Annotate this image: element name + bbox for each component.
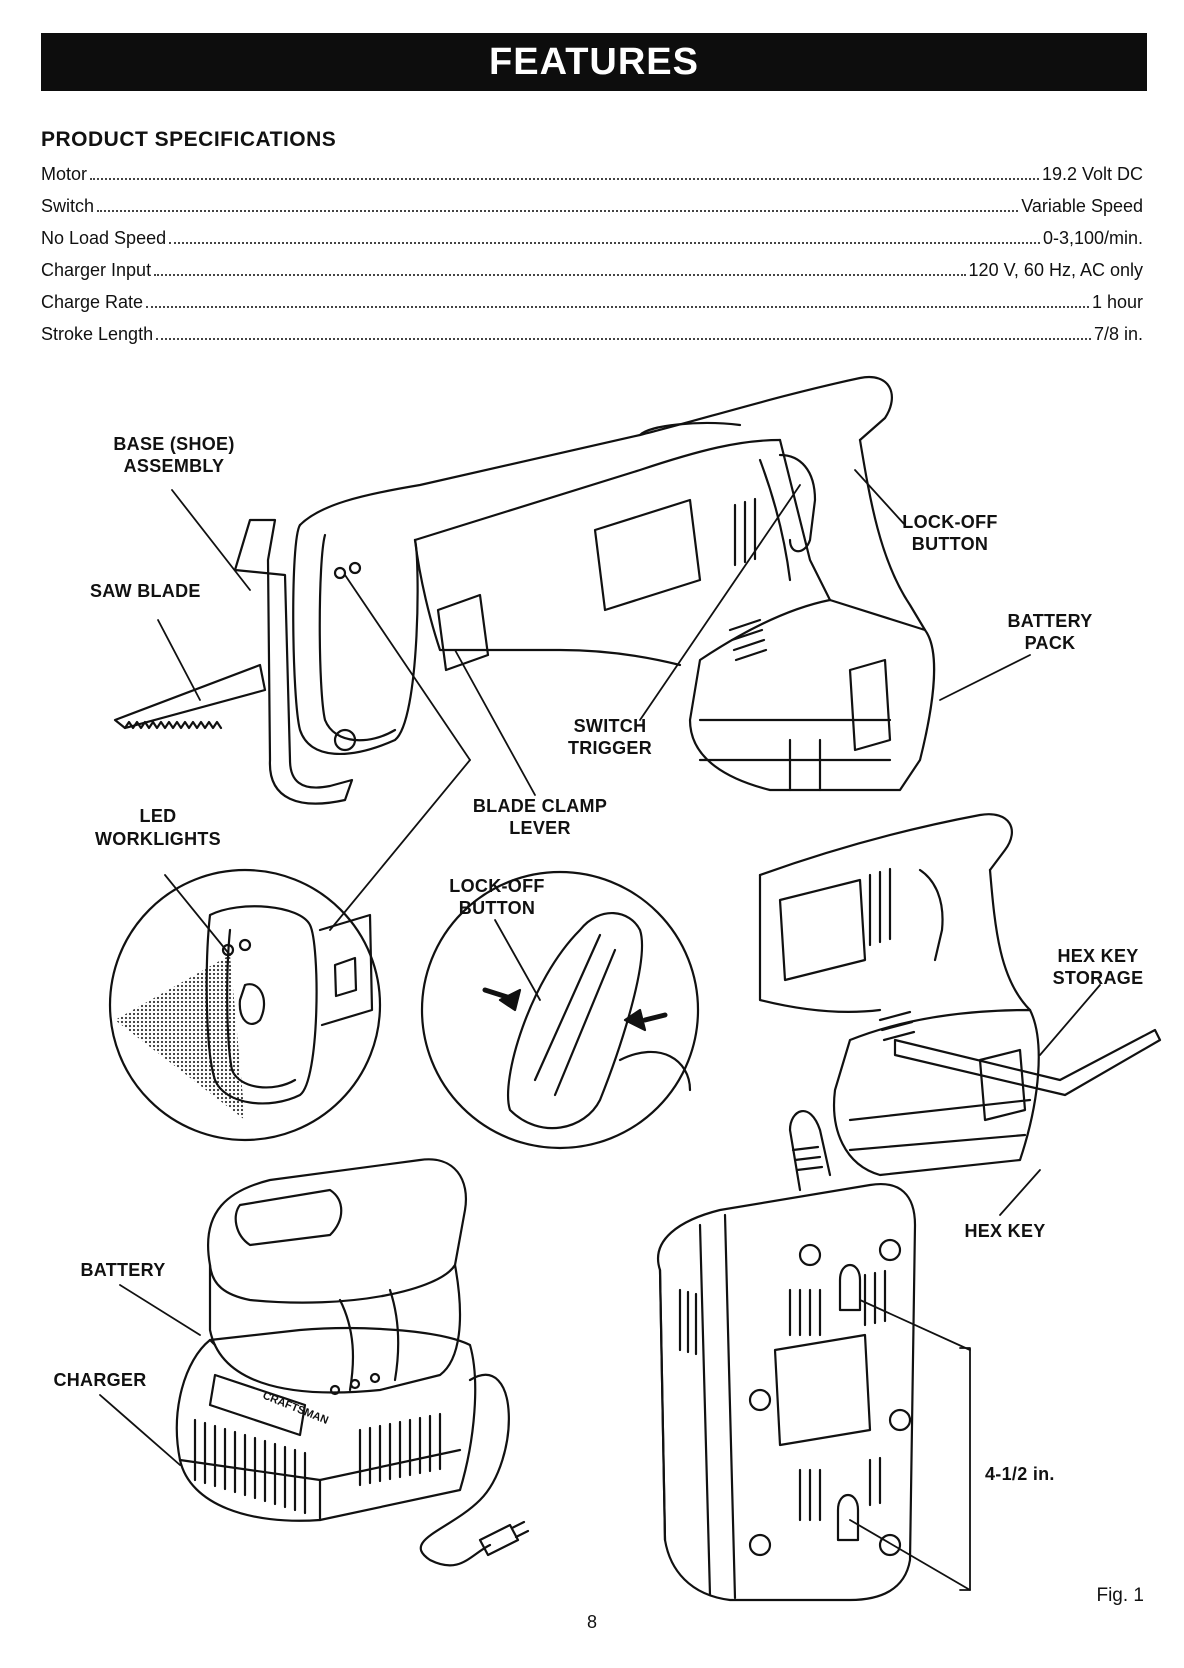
- callout-battery-pack-2: PACK: [1025, 633, 1076, 653]
- led-detail-circle: [108, 868, 382, 1142]
- spec-row-switch: Switch Variable Speed: [41, 196, 1143, 228]
- page-number: 8: [586, 1612, 597, 1632]
- dot-leader: [146, 305, 1089, 308]
- spec-row-charge-rate: Charge Rate 1 hour: [41, 292, 1143, 324]
- features-illustration: BASE (SHOE) ASSEMBLY SAW BLADE LOCK-OFF …: [53, 375, 1162, 1602]
- spec-value: 120 V, 60 Hz, AC only: [968, 260, 1143, 280]
- charger-back-drawing: [657, 1109, 917, 1602]
- callout-lock-off-button-top-2: BUTTON: [912, 534, 988, 554]
- spec-row-motor: Motor 19.2 Volt DC: [41, 164, 1143, 196]
- features-figure: BASE (SHOE) ASSEMBLY SAW BLADE LOCK-OFF …: [0, 350, 1184, 1650]
- lock-off-detail-circle: [420, 870, 700, 1150]
- spec-row-charger-input: Charger Input 120 V, 60 Hz, AC only: [41, 260, 1143, 292]
- callout-charger: CHARGER: [53, 1370, 146, 1390]
- callout-lock-off-button-top: LOCK-OFF: [902, 512, 997, 532]
- callout-switch-trigger: SWITCH: [574, 716, 647, 736]
- features-title: FEATURES: [489, 40, 699, 83]
- spec-row-stroke-length: Stroke Length 7/8 in.: [41, 324, 1143, 356]
- callout-dimension: 4-1/2 in.: [985, 1464, 1055, 1484]
- spec-value: 1 hour: [1091, 292, 1143, 312]
- callout-blade-clamp-lever: BLADE CLAMP: [473, 796, 607, 816]
- callout-hex-key: HEX KEY: [964, 1221, 1045, 1241]
- spec-value: 19.2 Volt DC: [1041, 164, 1143, 184]
- dot-leader: [156, 337, 1091, 340]
- callout-hex-key-storage-2: STORAGE: [1053, 968, 1144, 988]
- battery-charger-drawing: [175, 1158, 530, 1567]
- specifications-heading: PRODUCT SPECIFICATIONS: [41, 128, 337, 151]
- callout-lock-off-button-mid-2: BUTTON: [459, 898, 535, 918]
- spec-label: Charge Rate: [41, 292, 144, 312]
- callout-switch-trigger-2: TRIGGER: [568, 738, 652, 758]
- dot-leader: [154, 273, 966, 276]
- spec-label: Switch: [41, 196, 95, 216]
- spec-row-no-load-speed: No Load Speed 0-3,100/min.: [41, 228, 1143, 260]
- spec-label: Motor: [41, 164, 88, 184]
- spec-value: Variable Speed: [1021, 196, 1143, 216]
- callout-base-shoe: BASE (SHOE): [113, 434, 234, 454]
- callout-battery: BATTERY: [80, 1260, 165, 1280]
- hex-key-saw-drawing: [758, 813, 1162, 1177]
- spec-value: 7/8 in.: [1093, 324, 1143, 344]
- callout-saw-blade: SAW BLADE: [90, 581, 201, 601]
- dot-leader: [97, 209, 1019, 212]
- callout-leader-lines: [99, 469, 1101, 1591]
- callout-battery-pack: BATTERY: [1007, 611, 1092, 631]
- dot-leader: [90, 177, 1039, 180]
- callout-lock-off-button-mid: LOCK-OFF: [449, 876, 544, 896]
- spec-label: Charger Input: [41, 260, 152, 280]
- reciprocating-saw-drawing: [113, 375, 936, 805]
- spec-label: Stroke Length: [41, 324, 154, 344]
- spec-value: 0-3,100/min.: [1042, 228, 1143, 248]
- callout-led-worklights: LED: [140, 806, 177, 826]
- callout-blade-clamp-lever-2: LEVER: [509, 818, 571, 838]
- callout-base-shoe-2: ASSEMBLY: [124, 456, 225, 476]
- spec-label: No Load Speed: [41, 228, 167, 248]
- callout-labels: BASE (SHOE) ASSEMBLY SAW BLADE LOCK-OFF …: [53, 434, 1143, 1484]
- charger-brand-label: CRAFTSMAN: [261, 1390, 330, 1427]
- dot-leader: [169, 241, 1040, 244]
- callout-led-worklights-2: WORKLIGHTS: [95, 829, 221, 849]
- specifications-list: Motor 19.2 Volt DC Switch Variable Speed…: [41, 164, 1143, 356]
- callout-hex-key-storage: HEX KEY: [1057, 946, 1138, 966]
- features-header-bar: FEATURES: [41, 33, 1147, 91]
- figure-label: Fig. 1: [1096, 1585, 1144, 1606]
